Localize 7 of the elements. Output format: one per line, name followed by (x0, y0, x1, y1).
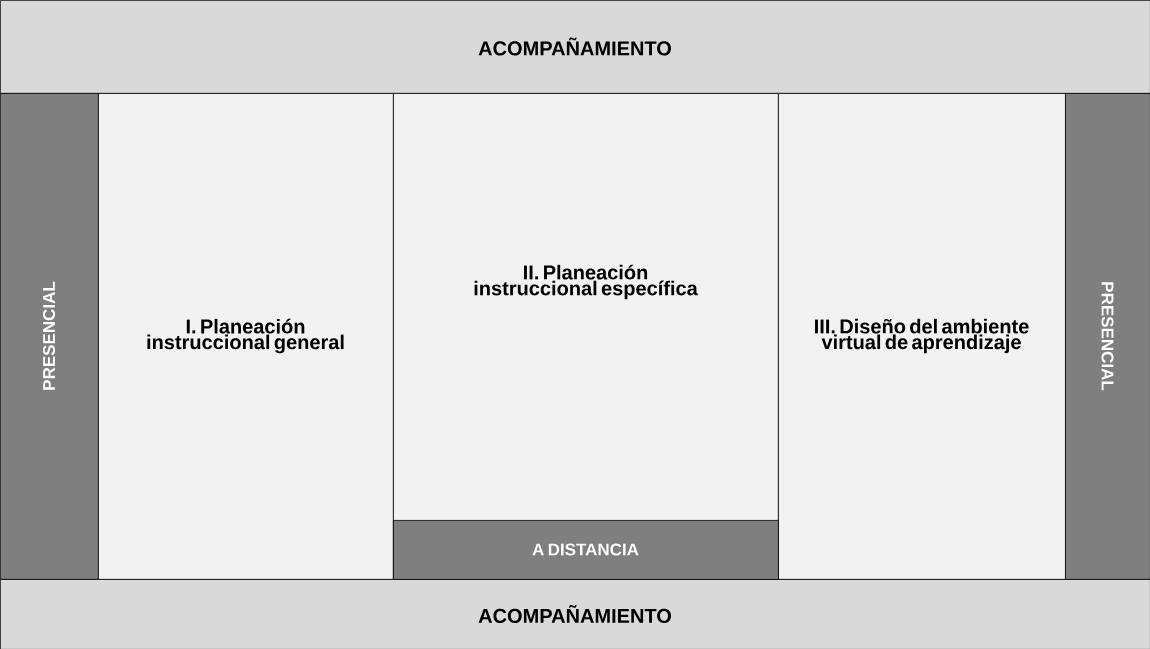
header-band: ACOMPAÑAMIENTO (0, 0, 1150, 94)
side-band: PRESENCIAL (0, 93, 99, 580)
header-band: ACOMPAÑAMIENTO (0, 579, 1150, 649)
footer-band: A DISTANCIA (393, 520, 779, 580)
stage-panel: III. Diseño del ambiente virtual de aprendizaje (778, 93, 1066, 580)
side-band: PRESENCIAL (1065, 93, 1150, 580)
stage-panel: I. Planeación instruccional general (98, 93, 394, 580)
